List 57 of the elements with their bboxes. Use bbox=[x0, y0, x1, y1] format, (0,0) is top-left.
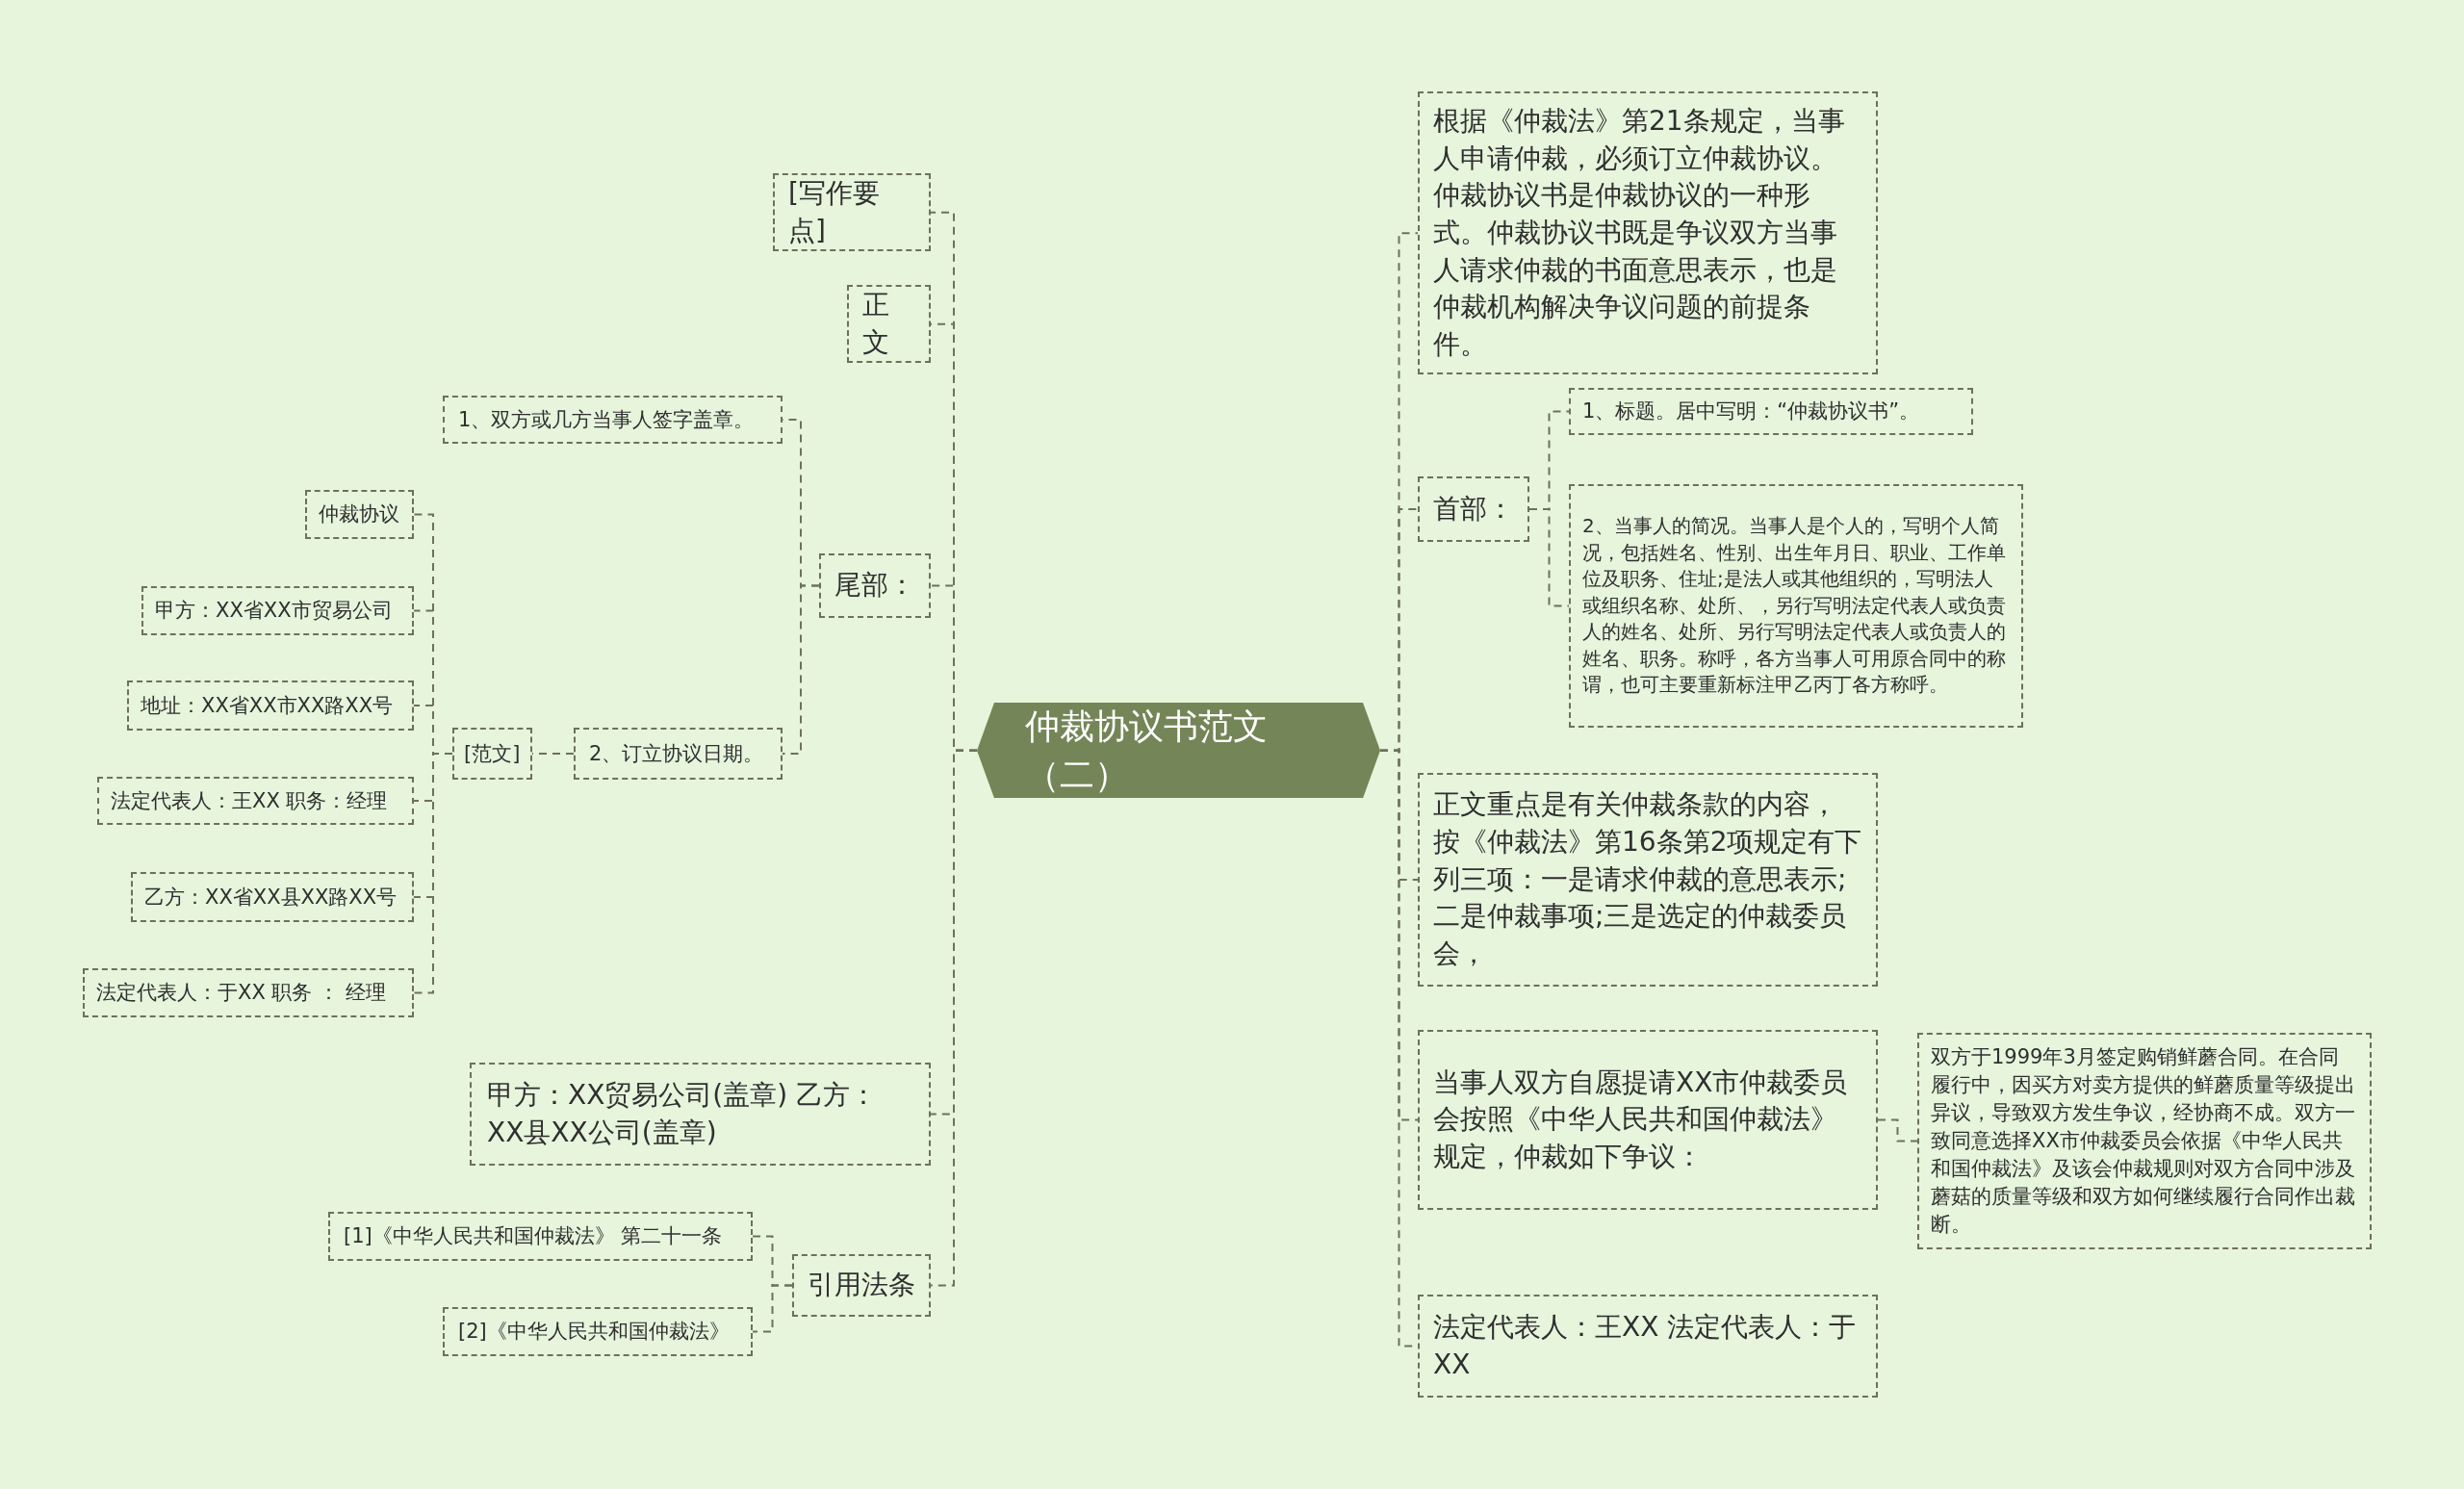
topic-text: 引用法条 bbox=[808, 1268, 915, 1303]
topic-text: [范文] bbox=[464, 740, 521, 767]
topic-text: 甲方：XX省XX市贸易公司 bbox=[155, 598, 393, 624]
connector-line bbox=[752, 1284, 793, 1333]
topic-text: 根据《仲裁法》第21条规定，当事人申请仲裁，必须订立仲裁协议。仲裁协议书是仲裁协议的一种形式。仲裁协议书既是争议双方当事人请求仲裁的书面意思表示，也是仲裁机构解决争议问题的前提条件。 bbox=[1433, 104, 1846, 362]
connector-line bbox=[782, 584, 820, 755]
topic-box bbox=[1917, 1033, 2372, 1249]
central-topic-hexagon bbox=[977, 703, 1380, 799]
topic-text: 法定代表人：于XX 职务 ： 经理 bbox=[96, 980, 386, 1006]
topic-text: 2、当事人的简况。当事人是个人的，写明个人简况，包括姓名、性别、出生年月日、职业、工作单位及职务、住址;是法人或其他组织的，写明法人或组织名称、处所、，另行写明法定代表人或负责人的姓名、处所、另行写明法定代表人或负责人的姓名、职务。称呼，各方当事人可用原合同中的称谓，也可主要重新标注甲乙丙丁各方称呼。 bbox=[1582, 512, 2007, 699]
topic-text: 法定代表人：王XX 职务：经理 bbox=[111, 787, 388, 814]
topic-box bbox=[141, 586, 414, 635]
topic-text: 1、标题。居中写明：“仲裁协议书”。 bbox=[1582, 398, 1920, 424]
topic-text: 尾部： bbox=[834, 568, 915, 603]
topic-text: 正文 bbox=[862, 288, 890, 360]
topic-box bbox=[443, 1307, 753, 1356]
topic-box bbox=[819, 553, 931, 618]
topic-box bbox=[1418, 476, 1529, 542]
topic-box bbox=[1418, 773, 1878, 987]
topic-text: 法定代表人：王XX 法定代表人：于XX bbox=[1433, 1309, 1858, 1382]
topic-text: 正文重点是有关仲裁条款的内容，按《仲裁法》第16条第2项规定有下列三项：一是请求仲裁的意思表示;二是仲裁事项;三是选定的仲裁委员会， bbox=[1433, 787, 1862, 971]
connector-line bbox=[413, 753, 453, 994]
topic-box bbox=[574, 728, 783, 780]
connector-line bbox=[1528, 508, 1570, 607]
topic-text: [1]《中华人民共和国仲裁法》 第二十一条 bbox=[344, 1223, 723, 1249]
topic-box bbox=[1569, 388, 1973, 435]
topic-box bbox=[773, 173, 931, 252]
topic-box bbox=[127, 680, 414, 731]
topic-box bbox=[470, 1063, 931, 1166]
topic-text: 1、双方或几方当事人签字盖章。 bbox=[458, 406, 755, 433]
topic-box bbox=[443, 396, 783, 444]
topic-box bbox=[83, 968, 414, 1017]
topic-box bbox=[1569, 484, 2023, 728]
central-topic-text: 仲裁协议书范文（二） bbox=[1025, 706, 1269, 796]
topic-box bbox=[131, 872, 414, 922]
topic-box bbox=[452, 728, 532, 780]
connector-line bbox=[930, 749, 978, 1287]
topic-text: 2、订立协议日期。 bbox=[589, 740, 764, 767]
topic-box bbox=[1418, 1030, 1878, 1210]
topic-text: 双方于1999年3月签定购销鲜蘑合同。在合同履行中，因买方对卖方提供的鲜蘑质量等级提出异议，导致双方发生争议，经协商不成。双方一致同意选择XX市仲裁委员会依据《中华人民共和国仲裁法》及该会仲裁规则对双方合同中涉及蘑菇的质量等级和双方如何继续履行合同作出裁断。 bbox=[1931, 1044, 2356, 1238]
topic-box bbox=[847, 285, 931, 364]
topic-box bbox=[97, 777, 414, 825]
topic-box bbox=[1418, 1295, 1878, 1398]
topic-text: [2]《中华人民共和国仲裁法》 bbox=[458, 1319, 730, 1345]
topic-text: 首部： bbox=[1433, 491, 1514, 526]
connector-line bbox=[531, 753, 575, 755]
connector-line bbox=[1877, 1118, 1918, 1142]
topic-text: 当事人双方自愿提请XX市仲裁委员会按照《中华人民共和国仲裁法》规定，仲裁如下争议： bbox=[1433, 1065, 1849, 1174]
topic-box bbox=[792, 1254, 931, 1317]
topic-box bbox=[328, 1212, 753, 1261]
topic-text: [写作要点] bbox=[788, 176, 881, 248]
topic-text: 地址：XX省XX市XX路XX号 bbox=[141, 692, 394, 719]
topic-text: 甲方：XX贸易公司(盖章) 乙方：XX县XX公司(盖章) bbox=[487, 1077, 879, 1150]
topic-text: 仲裁协议 bbox=[319, 501, 399, 527]
topic-text: 乙方：XX省XX县XX路XX号 bbox=[144, 884, 398, 911]
topic-box bbox=[1418, 91, 1878, 375]
topic-box bbox=[305, 490, 414, 539]
